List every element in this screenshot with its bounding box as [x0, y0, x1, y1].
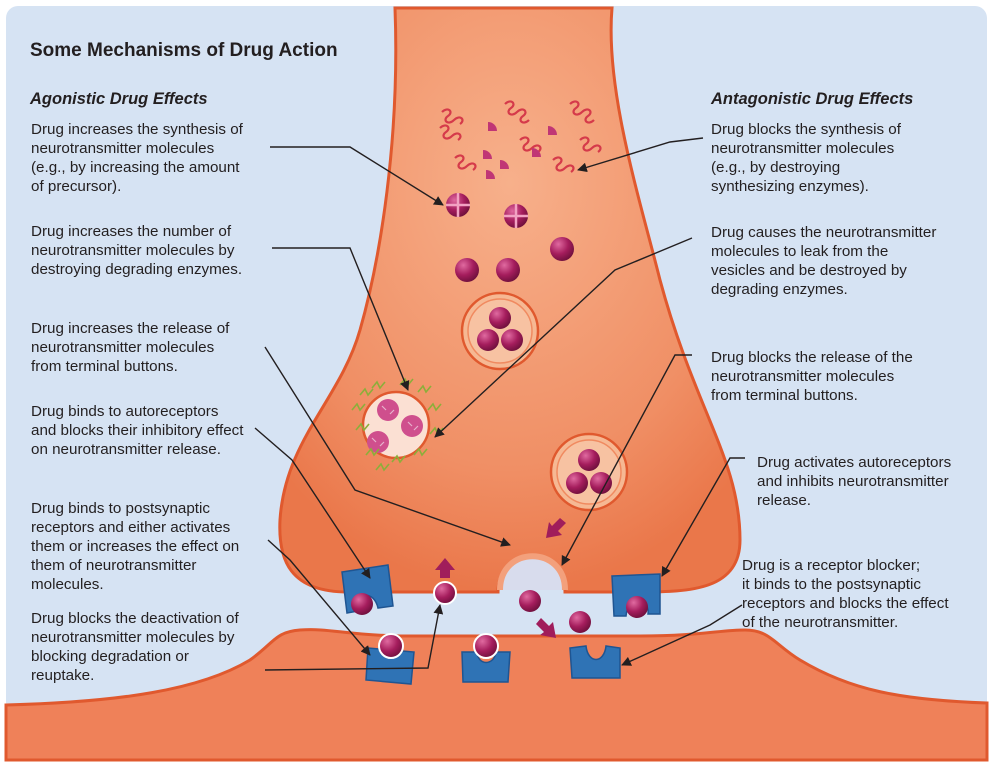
assembling-molecules — [446, 193, 528, 228]
agonist-label-postsynaptic: Drug binds to postsynaptic receptors and… — [31, 500, 240, 593]
antagonist-label-leak: Drug causes the neurotransmitter molecul… — [711, 224, 937, 298]
antagonist-heading: Antagonistic Drug Effects — [711, 90, 914, 108]
blocked-receptor — [569, 645, 621, 679]
synthesizing-enzymes — [439, 100, 602, 173]
agonist-heading: Agonistic Drug Effects — [30, 90, 208, 108]
agonist-label-release: Drug increases the release of neurotrans… — [31, 320, 230, 375]
release-pocket — [497, 553, 568, 591]
antagonist-label-synthesis: Drug blocks the synthesis of neurotransm… — [711, 121, 901, 195]
vesicle — [549, 432, 629, 512]
cleft-molecules — [433, 581, 591, 633]
autoreceptor-right — [611, 573, 661, 618]
antagonist-label-release: Drug blocks the release of the neurotran… — [711, 349, 913, 404]
neurotransmitter-molecules — [455, 237, 574, 282]
agonist-label-deactivation: Drug blocks the deactivation of neurotra… — [31, 610, 239, 684]
agonist-label-synthesis: Drug increases the synthesis of neurotra… — [31, 121, 243, 195]
agonist-label-enzymes: Drug increases the number of neurotransm… — [31, 223, 243, 278]
leader-lines — [254, 137, 745, 671]
postsynaptic-receptor — [461, 633, 511, 683]
postsynaptic-neuron — [4, 628, 989, 762]
antagonist-label-blocker: Drug is a receptor blocker; it binds to … — [742, 557, 949, 631]
precursor-molecules — [483, 122, 557, 179]
leaking-vesicle — [351, 377, 444, 472]
postsynaptic-receptor-activated — [365, 633, 415, 685]
movement-arrows — [435, 518, 566, 638]
vesicle — [460, 291, 540, 371]
diagram-title: Some Mechanisms of Drug Action — [30, 40, 338, 61]
agonist-label-autoreceptors: Drug binds to autoreceptors and blocks t… — [31, 403, 244, 458]
autoreceptor-left — [341, 564, 394, 615]
antagonist-label-autoreceptors: Drug activates autoreceptors and inhibit… — [757, 454, 952, 509]
